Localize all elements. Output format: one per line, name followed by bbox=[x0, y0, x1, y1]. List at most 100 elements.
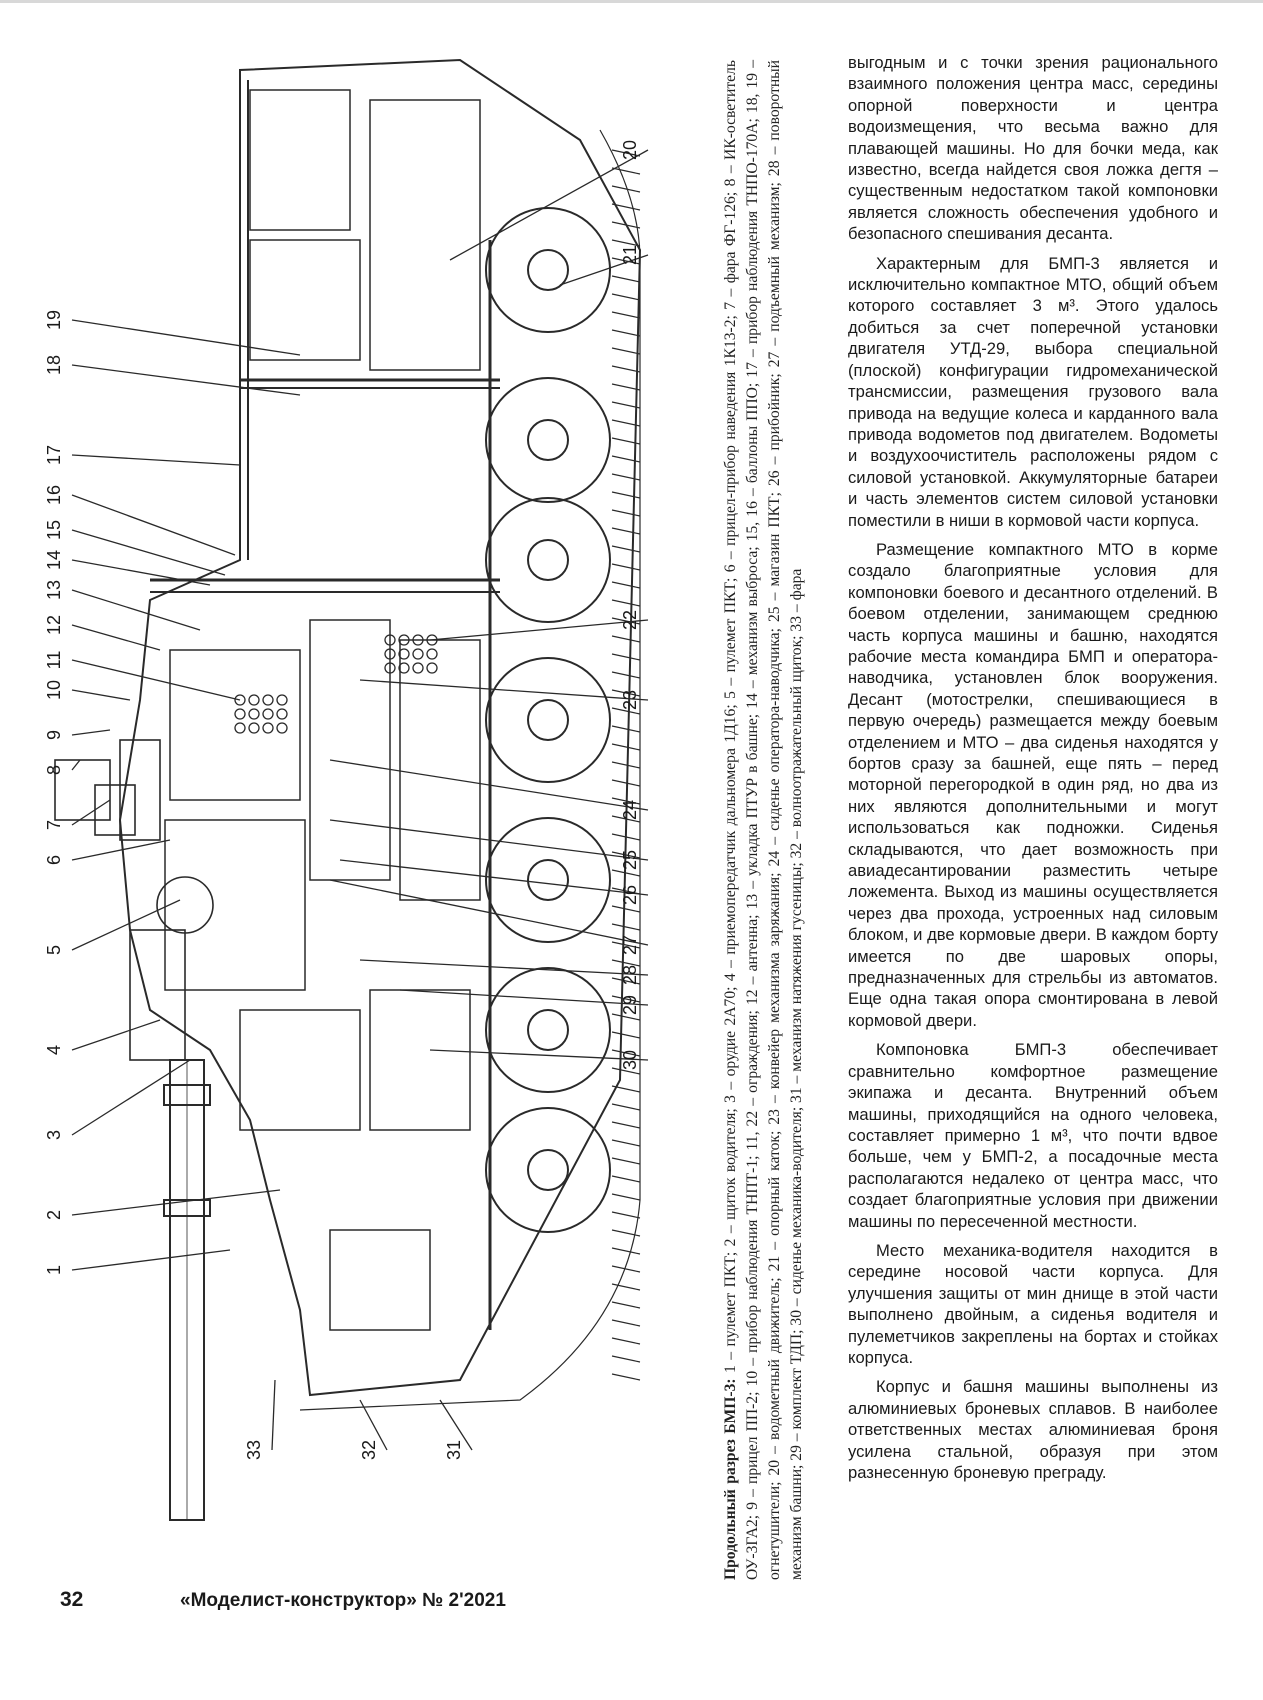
figure-caption: Продольный разрез БМП-3: 1 – пулемет ПКТ… bbox=[720, 60, 830, 1580]
road-wheel bbox=[485, 1107, 611, 1233]
track-link bbox=[611, 203, 641, 211]
article-paragraph: Размещение компактного МТО в корме созда… bbox=[848, 539, 1218, 1030]
track-link bbox=[611, 1049, 641, 1057]
track-link bbox=[611, 959, 641, 967]
track-link bbox=[611, 149, 641, 157]
track-link bbox=[611, 977, 641, 985]
figure-caption-area: Продольный разрез БМП-3: 1 – пулемет ПКТ… bbox=[720, 60, 830, 1580]
caption-body: 1 – пулемет ПКТ; 2 – щиток водителя; 3 –… bbox=[722, 60, 805, 1580]
track-link bbox=[611, 1283, 641, 1291]
ammo-round bbox=[234, 694, 246, 706]
track-link bbox=[611, 1175, 641, 1183]
callout-leader-23 bbox=[359, 679, 649, 701]
callout-label-14: 14 bbox=[44, 550, 64, 570]
callout-label-23: 23 bbox=[620, 690, 640, 710]
road-wheel bbox=[485, 497, 611, 623]
track-link bbox=[611, 1085, 641, 1093]
callout-label-18: 18 bbox=[44, 355, 64, 375]
callout-leader-13 bbox=[71, 589, 201, 631]
road-wheel bbox=[485, 967, 611, 1093]
track-link bbox=[611, 293, 641, 301]
ammo-round bbox=[384, 662, 396, 674]
ptur-stowage-rack bbox=[234, 634, 438, 734]
track-link bbox=[611, 509, 641, 517]
ammo-round bbox=[398, 648, 410, 660]
article-paragraph: Место механика-водителя находится в сере… bbox=[848, 1240, 1218, 1367]
callout-label-11: 11 bbox=[44, 651, 64, 670]
callout-leader-5 bbox=[71, 899, 181, 951]
track-link bbox=[611, 1319, 641, 1327]
ammo-round bbox=[248, 708, 260, 720]
callout-label-8: 8 bbox=[44, 765, 64, 775]
article-paragraph: Характерным для БМП-3 является и исключи… bbox=[848, 253, 1218, 530]
road-wheel-hub bbox=[527, 1149, 569, 1191]
ammo-round bbox=[412, 662, 424, 674]
callout-label-17: 17 bbox=[44, 445, 64, 465]
magazine-issue: «Моделист-конструктор» № 2'2021 bbox=[180, 1590, 506, 1611]
ammo-round bbox=[426, 648, 438, 660]
track-link bbox=[611, 167, 641, 175]
track-link bbox=[611, 581, 641, 589]
callout-leader-3 bbox=[71, 1059, 191, 1136]
road-wheel bbox=[485, 377, 611, 503]
callout-leader-24 bbox=[329, 759, 649, 811]
track-link bbox=[611, 185, 641, 193]
ammo-round bbox=[276, 708, 288, 720]
track-link bbox=[611, 455, 641, 463]
track-link bbox=[611, 743, 641, 751]
track-outer bbox=[299, 129, 641, 1411]
callout-label-24: 24 bbox=[620, 800, 640, 820]
ammo-round bbox=[412, 634, 424, 646]
track-link bbox=[611, 1103, 641, 1111]
running-gear bbox=[485, 207, 611, 1233]
callout-leader-29 bbox=[399, 989, 649, 1006]
track-link bbox=[611, 905, 641, 913]
track-link bbox=[611, 419, 641, 427]
callout-label-6: 6 bbox=[44, 855, 64, 865]
track-link bbox=[611, 779, 641, 787]
callout-leader-26 bbox=[339, 859, 649, 896]
track-link bbox=[611, 1229, 641, 1237]
callout-label-21: 21 bbox=[620, 245, 640, 265]
callout-label-10: 10 bbox=[44, 680, 64, 700]
ammo-round bbox=[262, 708, 274, 720]
track-link bbox=[611, 689, 641, 697]
callout-leader-9 bbox=[71, 729, 111, 736]
article-paragraph: выгодным и с точки зрения рационального … bbox=[848, 53, 1218, 244]
callout-leader-25 bbox=[329, 819, 649, 861]
callout-label-4: 4 bbox=[44, 1045, 64, 1055]
callout-label-9: 9 bbox=[44, 730, 64, 740]
callout-leader-8 bbox=[71, 759, 81, 771]
callout-label-15: 15 bbox=[44, 520, 64, 540]
track-link bbox=[611, 1139, 641, 1147]
ammo-round bbox=[398, 634, 410, 646]
callout-leader-18 bbox=[71, 364, 301, 396]
callout-label-20: 20 bbox=[620, 140, 640, 160]
top-edge-line bbox=[0, 0, 1263, 3]
ammo-round bbox=[384, 634, 396, 646]
track-link bbox=[611, 869, 641, 877]
road-wheel bbox=[485, 817, 611, 943]
track-link bbox=[611, 1247, 641, 1255]
callout-label-26: 26 bbox=[620, 885, 640, 905]
road-wheel bbox=[485, 207, 611, 333]
track-link bbox=[611, 221, 641, 229]
ammo-round bbox=[276, 722, 288, 734]
track-link bbox=[611, 707, 641, 715]
track-link bbox=[611, 635, 641, 643]
callout-leader-17 bbox=[71, 454, 241, 466]
callout-label-29: 29 bbox=[620, 995, 640, 1015]
track-link bbox=[611, 923, 641, 931]
ammo-round bbox=[384, 648, 396, 660]
callout-leader-31 bbox=[439, 1399, 473, 1451]
callout-leader-14 bbox=[71, 559, 211, 586]
road-wheel-hub bbox=[527, 699, 569, 741]
ammo-round bbox=[248, 722, 260, 734]
callout-leader-20 bbox=[449, 149, 649, 261]
road-wheel-hub bbox=[527, 249, 569, 291]
ammo-round bbox=[262, 694, 274, 706]
callout-label-27: 27 bbox=[620, 935, 640, 955]
caption-title: Продольный разрез БМП-3: bbox=[722, 1378, 739, 1580]
callout-label-13: 13 bbox=[44, 580, 64, 600]
road-wheel-hub bbox=[527, 1009, 569, 1051]
